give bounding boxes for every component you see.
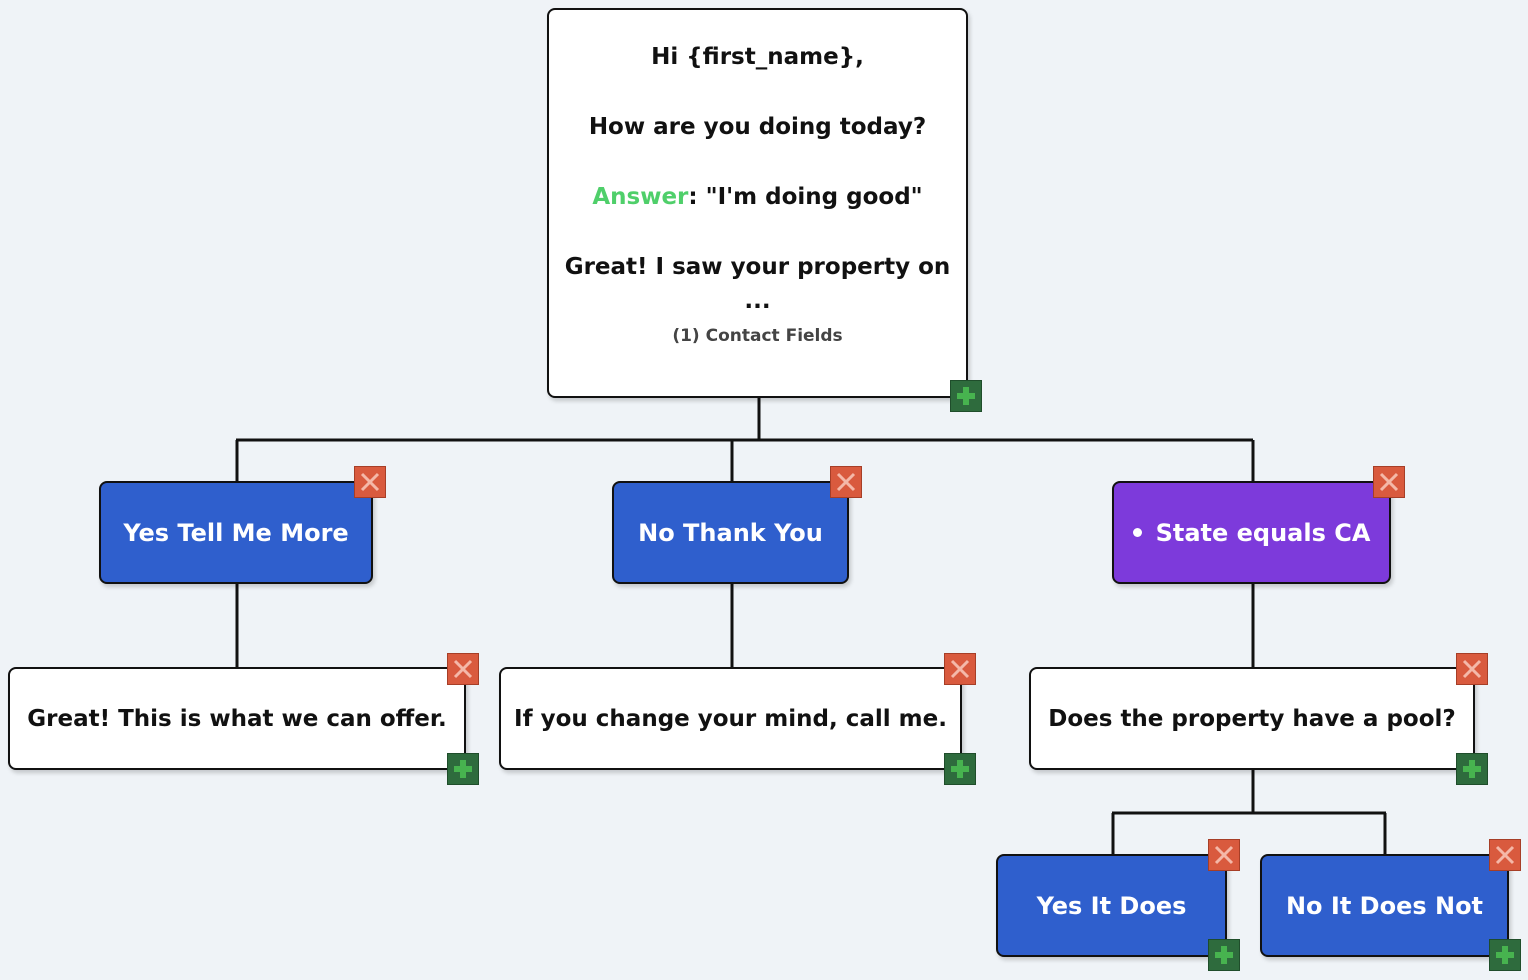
plus-icon <box>951 760 969 778</box>
truncation-ellipsis: ... <box>744 288 771 314</box>
delete-button[interactable] <box>1373 466 1405 498</box>
add-button[interactable] <box>944 753 976 785</box>
message-node-pool[interactable]: Does the property have a pool? <box>1029 667 1475 770</box>
plus-icon <box>454 760 472 778</box>
choice-label: No Thank You <box>638 518 823 547</box>
answer-label: Answer <box>592 184 689 210</box>
delete-button[interactable] <box>830 466 862 498</box>
message-text: Great! This is what we can offer. <box>27 705 447 732</box>
close-icon <box>836 472 856 492</box>
bullet-icon <box>1132 528 1142 537</box>
answer-line: Answer: "I'm doing good" <box>592 186 922 210</box>
plus-icon <box>1215 946 1233 964</box>
add-button[interactable] <box>950 380 982 412</box>
close-icon <box>360 472 380 492</box>
choice-node-no-thank-you[interactable]: No Thank You <box>612 481 849 584</box>
message-node-call-me[interactable]: If you change your mind, call me. <box>499 667 962 770</box>
choice-label: Yes It Does <box>1036 891 1187 920</box>
add-button[interactable] <box>1208 939 1240 971</box>
message-text: If you change your mind, call me. <box>514 705 947 732</box>
question-text: How are you doing today? <box>588 114 927 140</box>
plus-icon <box>1463 760 1481 778</box>
preview-text: Great! I saw your property on <box>564 254 951 280</box>
choice-node-yes-tell-me-more[interactable]: Yes Tell Me More <box>99 481 373 584</box>
choice-label: No It Does Not <box>1285 891 1484 920</box>
message-text: Does the property have a pool? <box>1048 705 1456 732</box>
close-icon <box>1214 845 1234 865</box>
delete-button[interactable] <box>944 653 976 685</box>
answer-text: : "I'm doing good" <box>688 184 923 210</box>
condition-node-state-ca[interactable]: State equals CA <box>1112 481 1391 584</box>
message-node-offer[interactable]: Great! This is what we can offer. <box>8 667 466 770</box>
delete-button[interactable] <box>447 653 479 685</box>
contact-fields-count: (1) Contact Fields <box>672 326 843 346</box>
close-icon <box>1379 472 1399 492</box>
plus-icon <box>957 387 975 405</box>
plus-icon <box>1496 946 1514 964</box>
close-icon <box>950 659 970 679</box>
close-icon <box>1462 659 1482 679</box>
delete-button[interactable] <box>354 466 386 498</box>
greeting-text: Hi {first_name}, <box>651 44 864 70</box>
condition-label: State equals CA <box>1155 518 1371 547</box>
delete-button[interactable] <box>1208 839 1240 871</box>
add-button[interactable] <box>447 753 479 785</box>
close-icon <box>1495 845 1515 865</box>
choice-label: Yes Tell Me More <box>123 518 349 547</box>
choice-node-no-it-does-not[interactable]: No It Does Not <box>1260 854 1509 957</box>
delete-button[interactable] <box>1489 839 1521 871</box>
choice-node-yes-it-does[interactable]: Yes It Does <box>996 854 1227 957</box>
delete-button[interactable] <box>1456 653 1488 685</box>
add-button[interactable] <box>1489 939 1521 971</box>
close-icon <box>453 659 473 679</box>
root-message-node[interactable]: Hi {first_name}, How are you doing today… <box>547 8 968 398</box>
add-button[interactable] <box>1456 753 1488 785</box>
